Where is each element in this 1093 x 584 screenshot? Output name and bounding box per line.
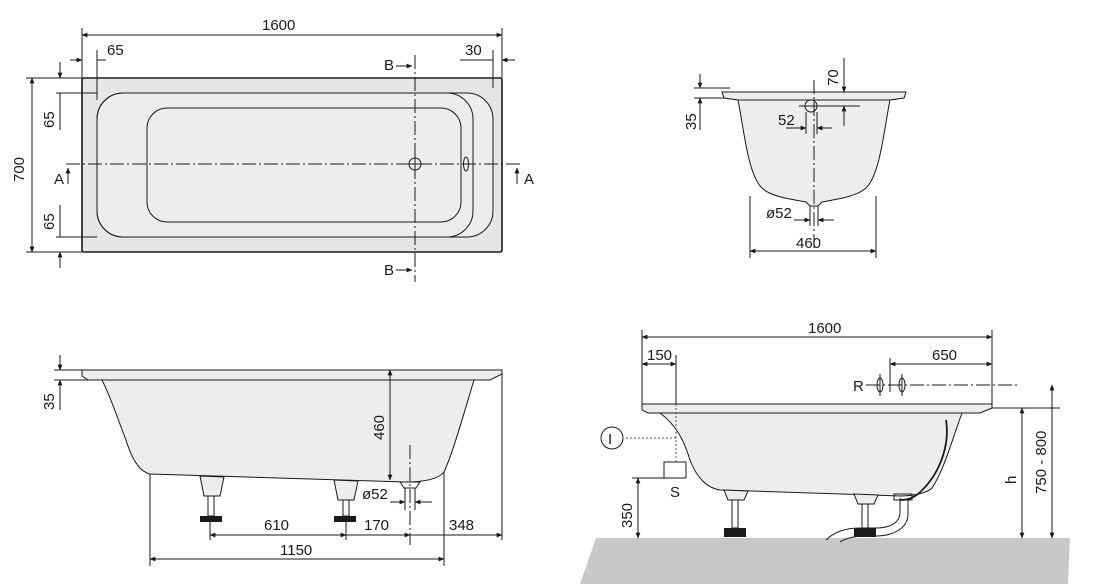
- side-drain-diameter-label: ø52: [362, 486, 388, 503]
- cross-inner-width-label: 460: [796, 235, 821, 252]
- installation-i-label: I: [608, 431, 612, 448]
- plan-section-b-top: B: [384, 57, 394, 74]
- installation-i-marker: [600, 426, 624, 450]
- plan-basin-step: [96, 92, 474, 238]
- side-drain: [399, 481, 421, 489]
- installation-floor: [580, 538, 1070, 584]
- plan-section-a-left: A: [54, 171, 64, 188]
- installation-view: S I 1600 150 650 R 350 h 750 - 800: [580, 320, 1070, 584]
- installation-length-label: 1600: [808, 320, 841, 337]
- side-depth-label: 460: [371, 415, 388, 440]
- plan-right-offset-label: 30: [465, 42, 482, 59]
- side-foot-spacing-label: 610: [264, 517, 289, 534]
- installation-waste-trap: [825, 498, 909, 543]
- cross-rim-thickness-label: 35: [683, 113, 700, 130]
- installation-foot-right: [853, 493, 879, 537]
- side-section-view: 35 460 ø52 610 170 348 1150: [41, 355, 503, 566]
- cross-overflow-height-label: 70: [825, 69, 842, 86]
- installation-h-label: h: [1003, 476, 1020, 484]
- plan-left-offset-label: 65: [107, 42, 124, 59]
- installation-supply-box: [663, 461, 687, 479]
- installation-supply-offset-label: 150: [647, 347, 672, 364]
- installation-overflow-offset-label: 650: [932, 347, 957, 364]
- side-rim-thickness-label: 35: [41, 393, 58, 410]
- cross-drain-diameter-label: ø52: [766, 205, 792, 222]
- plan-edge-top-label: 65: [41, 111, 58, 128]
- plan-width-label: 700: [11, 157, 28, 182]
- side-foot-to-drain-label: 170: [364, 517, 389, 534]
- plan-overflow: [463, 156, 469, 172]
- installation-height-range-label: 750 - 800: [1033, 431, 1050, 494]
- plan-edge-bottom-label: 65: [41, 213, 58, 230]
- side-foot-right: [333, 479, 359, 522]
- plan-length-label: 1600: [262, 17, 295, 34]
- installation-foot-left: [723, 489, 749, 537]
- side-foot-left: [199, 475, 225, 522]
- plan-section-a-right: A: [524, 171, 534, 188]
- cross-overflow-diameter-label: 52: [778, 112, 795, 129]
- side-section-shell: [81, 369, 503, 483]
- installation-r-label: R: [853, 378, 864, 395]
- installation-floor-height-label: 350: [619, 503, 636, 528]
- plan-section-b-bottom: B: [384, 262, 394, 279]
- installation-shell: [641, 403, 993, 497]
- plan-basin-inner: [146, 107, 462, 223]
- plan-view: 1600 65 30 700 65 65 B B A A: [11, 17, 534, 282]
- side-drain-to-end-label: 348: [449, 517, 474, 534]
- cross-section-view: 70 35 52 ø52 460: [683, 58, 907, 258]
- installation-s-label: S: [670, 484, 680, 501]
- side-total-feet-label: 1150: [280, 542, 312, 559]
